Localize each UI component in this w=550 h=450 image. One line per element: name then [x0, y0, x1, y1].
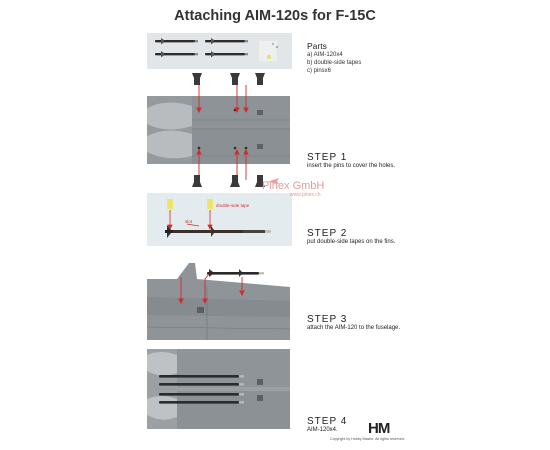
tape-label: double-side tape — [216, 203, 250, 208]
parts-item-a: a) AIM-120x4 — [307, 52, 343, 58]
step4-heading: STEP 4 — [307, 416, 348, 427]
slot-label: slot — [185, 219, 193, 224]
watermark-plane-icon — [267, 178, 279, 184]
step3-illustration — [147, 257, 290, 340]
step2-illustration: double-side tape slot — [147, 193, 292, 246]
step1-heading: STEP 1 — [307, 152, 348, 163]
hobby-master-logo: HM — [368, 420, 390, 437]
step1-desc: insert the pins to cover the holes. — [307, 163, 396, 169]
parts-section: Parts a) AIM-120x4 b) double-side tapes … — [307, 41, 361, 75]
parts-illustration — [155, 38, 279, 61]
step2-text: STEP 2 put double-side tapes on the fins… — [307, 228, 395, 245]
step4-desc: AIM-120x4. — [307, 427, 338, 433]
parts-panel — [147, 33, 292, 69]
step2-heading: STEP 2 — [307, 228, 348, 239]
step1-text: STEP 1 insert the pins to cover the hole… — [307, 152, 395, 169]
parts-heading: Parts — [307, 41, 327, 51]
page-title: Attaching AIM-120s for F-15C — [174, 8, 376, 24]
watermark-url: www.pinex.ch — [290, 192, 321, 198]
pins-illustration-top — [192, 73, 265, 85]
step4-text: STEP 4 AIM-120x4. — [307, 416, 347, 433]
step1-illustration — [147, 96, 290, 164]
step3-desc: attach the AIM-120 to the fuselage. — [307, 325, 401, 331]
step1-arrows — [196, 85, 249, 180]
step3-heading: STEP 3 — [307, 314, 348, 325]
step4-illustration — [147, 349, 290, 429]
step2-desc: put double-side tapes on the fins. — [307, 239, 396, 245]
parts-item-c: c) pinsx6 — [307, 68, 332, 74]
step3-text: STEP 3 attach the AIM-120 to the fuselag… — [307, 314, 400, 331]
parts-item-b: b) double-side tapes — [307, 60, 362, 66]
pins-illustration-bottom — [192, 175, 265, 187]
copyright-text: Copyright by Hobby Master. All rights re… — [330, 437, 405, 441]
